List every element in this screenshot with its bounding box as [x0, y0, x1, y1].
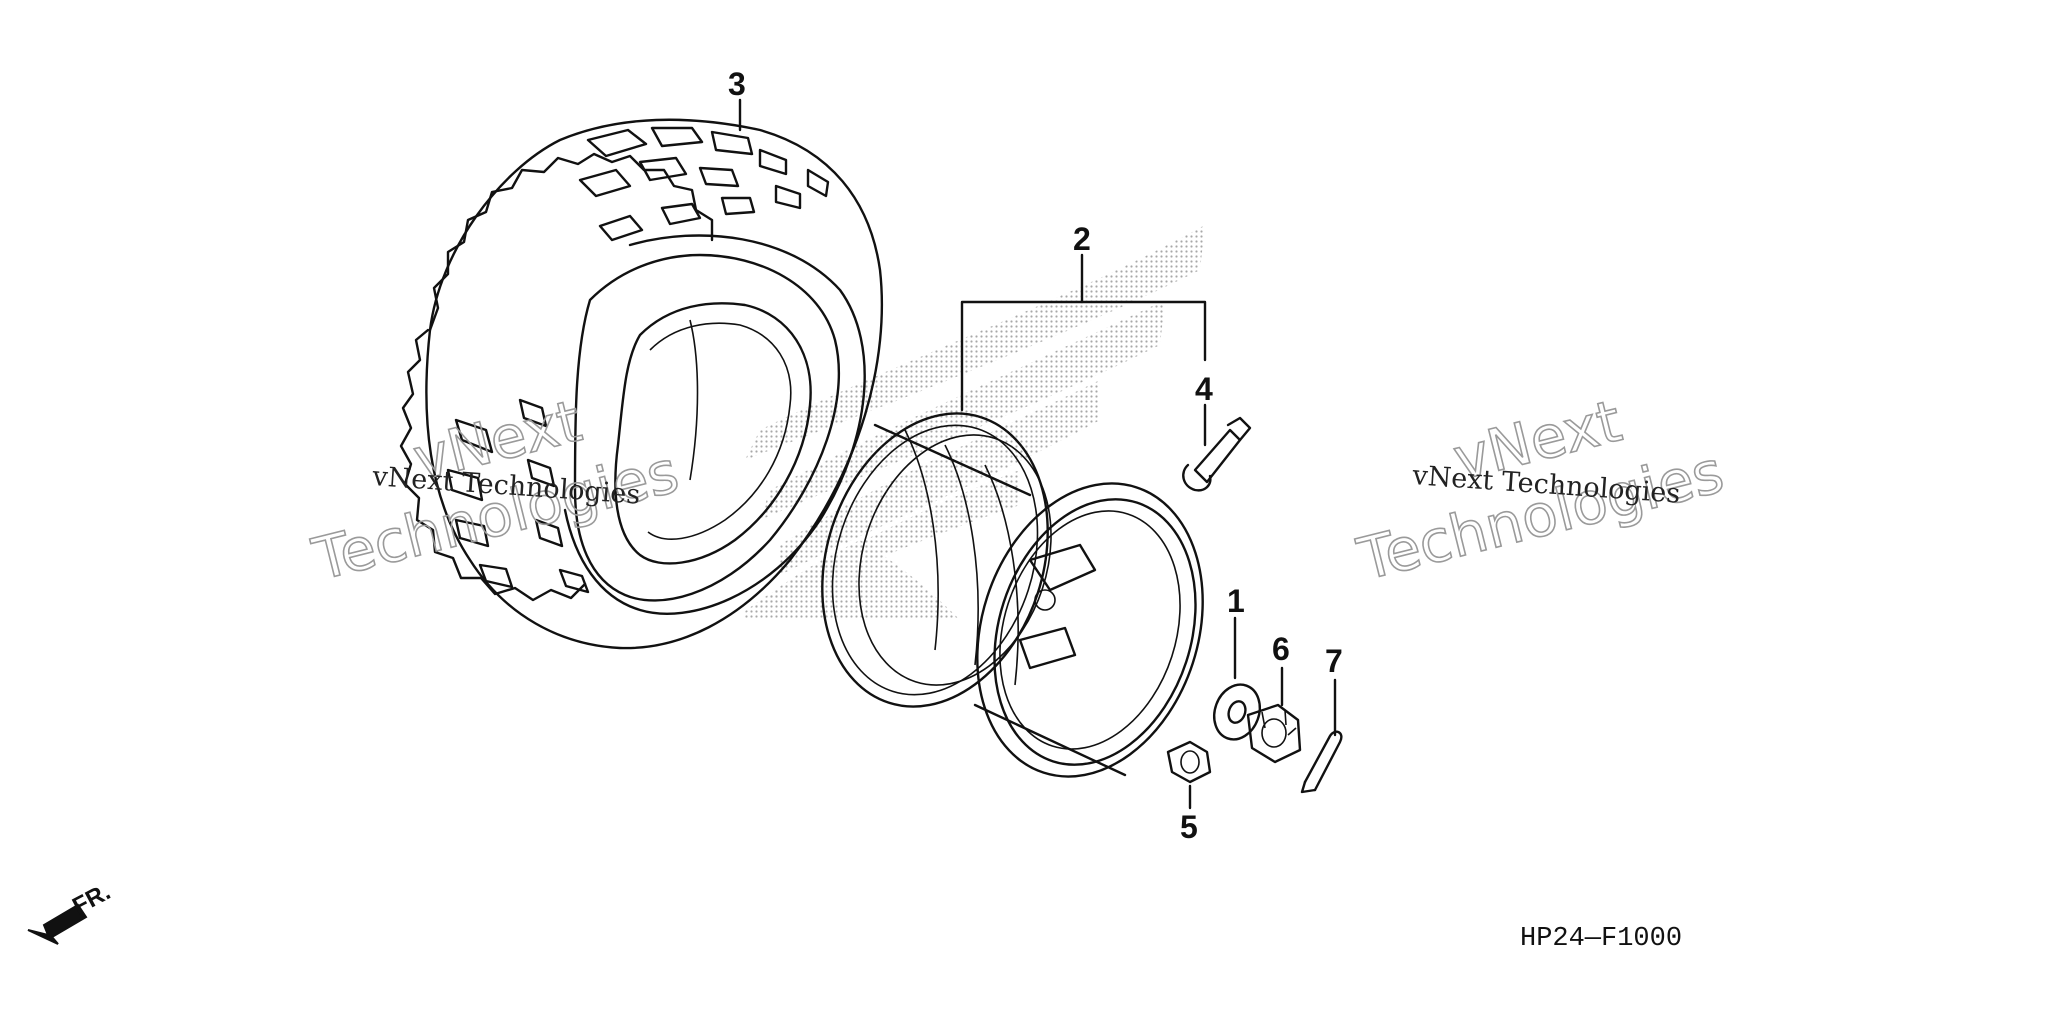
tire: [399, 118, 884, 650]
washer: [1213, 683, 1261, 741]
front-arrow-icon: [27, 903, 88, 945]
leader-lines: [738, 98, 1337, 810]
callout-7: 7: [1325, 643, 1343, 679]
front-direction-indicator: FR.: [27, 878, 115, 945]
wheel-rim: [821, 412, 1204, 778]
diagram-code: HP24—F1000: [1520, 924, 1682, 954]
callout-2: 2: [1073, 221, 1091, 257]
cotter-pin: [1300, 730, 1343, 794]
callout-labels: 3 2 4 1 6 7 5: [728, 66, 1343, 845]
watermarks: vNext Technologies vNext Technologies vN…: [305, 386, 1731, 595]
callout-3: 3: [728, 66, 746, 102]
callout-5: 5: [1180, 809, 1198, 845]
castle-nut: [1246, 703, 1302, 764]
lug-nut: [1166, 740, 1212, 784]
callout-6: 6: [1272, 631, 1290, 667]
callout-1: 1: [1227, 583, 1245, 619]
callout-4: 4: [1195, 371, 1213, 407]
wing-logo-watermark: [740, 225, 1205, 620]
valve-stem: [1182, 416, 1252, 492]
